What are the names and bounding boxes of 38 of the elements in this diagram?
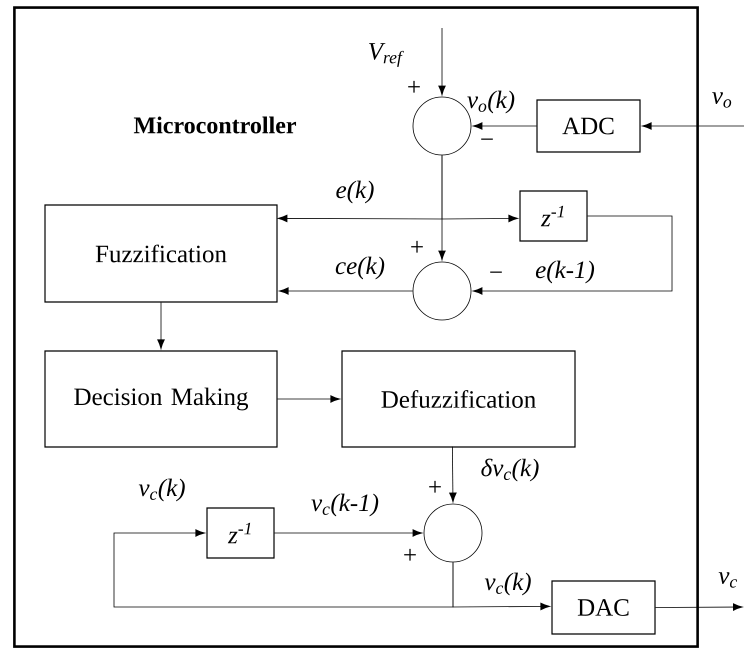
edge-label: v$_{c}$ xyxy=(718,572,737,588)
arrow xyxy=(438,28,446,96)
arrow xyxy=(438,155,446,260)
arrow xyxy=(472,122,537,130)
summing-junction xyxy=(412,262,472,320)
arrow xyxy=(642,122,744,130)
edge-label: v$_{o}$(k) xyxy=(467,90,514,114)
block: ADC xyxy=(536,99,641,153)
block: z$^{-1}$ xyxy=(206,507,275,559)
summing-junction xyxy=(424,504,482,562)
edge-label: v$_{c}$(k) xyxy=(484,572,531,596)
arrow xyxy=(114,529,454,608)
sign-label: + xyxy=(411,240,423,253)
arrow xyxy=(277,395,340,403)
arrow xyxy=(278,287,413,295)
edge-label: e(k-1) xyxy=(536,260,594,284)
sign-label: − xyxy=(481,138,493,140)
edge-label: δv$_{c}$(k) xyxy=(481,458,539,482)
arrow xyxy=(472,216,672,295)
edge-label: v$_{c}$(k-1) xyxy=(311,494,378,516)
edge-label: ce(k) xyxy=(336,256,384,280)
block: z$^{-1}$ xyxy=(519,190,588,242)
edge-label: v$_{c}$(k) xyxy=(138,478,185,502)
block: Defuzzification xyxy=(341,350,576,448)
arrow xyxy=(655,603,743,611)
block: Decision Making xyxy=(44,350,278,448)
arrow xyxy=(449,446,457,502)
sign-label: − xyxy=(490,272,502,273)
sign-label: + xyxy=(429,480,441,493)
edge-label: V$_{ref}$ xyxy=(369,43,404,67)
block: Fuzzification xyxy=(44,204,278,303)
block: DAC xyxy=(551,580,656,635)
arrow xyxy=(274,529,422,537)
edge-label: e(k) xyxy=(336,180,374,204)
sign-label: + xyxy=(408,80,420,93)
arrow xyxy=(157,302,165,350)
sign-label: + xyxy=(404,548,416,561)
edge-label: v$_{o}$ xyxy=(712,92,732,108)
